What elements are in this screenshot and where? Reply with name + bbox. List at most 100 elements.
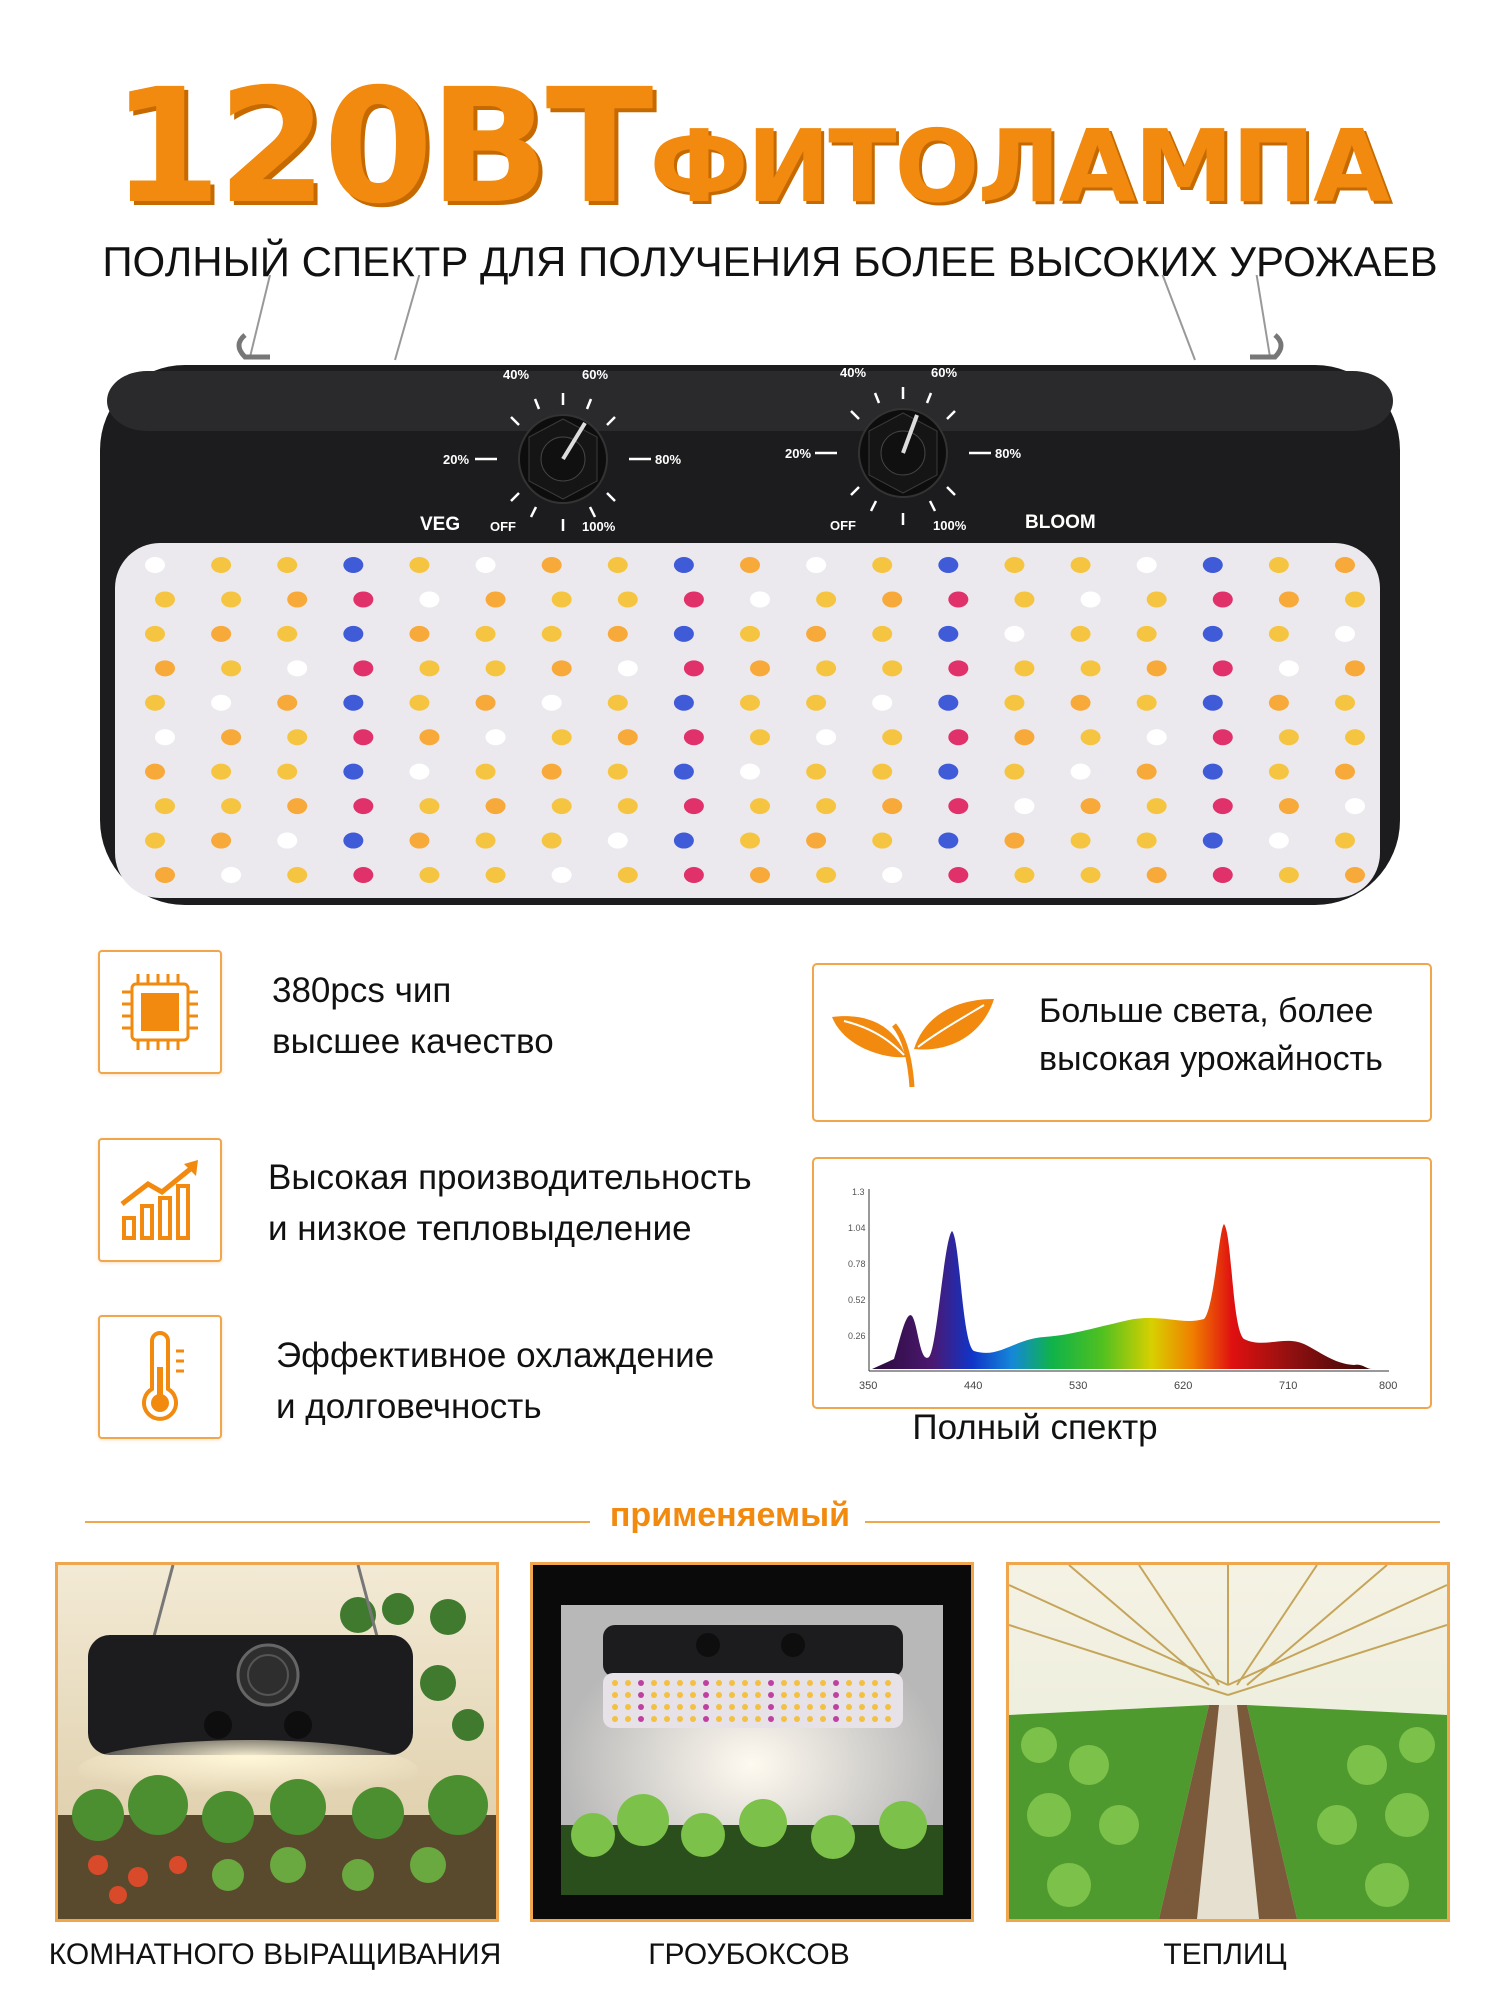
- bloom-dial-20: 20%: [785, 446, 811, 461]
- led-chip: [419, 867, 440, 883]
- divider-right: [865, 1521, 1440, 1523]
- led-chip: [938, 557, 959, 573]
- led-chip: [211, 694, 232, 711]
- feature-cooling-line1: Эффективное охлаждение: [276, 1336, 715, 1375]
- led-chip: [551, 660, 572, 677]
- led-chip: [948, 729, 969, 746]
- led-chip: [343, 625, 364, 642]
- veg-dial-20: 20%: [443, 452, 469, 467]
- led-chip: [419, 798, 440, 815]
- led-chip: [1345, 660, 1365, 677]
- led-chip: [287, 729, 308, 746]
- led-chip: [221, 729, 242, 746]
- led-chip: [816, 729, 837, 746]
- led-chip: [729, 1680, 735, 1686]
- led-chip: [1070, 557, 1091, 573]
- led-chip: [794, 1716, 800, 1722]
- led-chip: [353, 867, 374, 883]
- led-chip: [703, 1680, 709, 1686]
- veg-dial-100: 100%: [582, 519, 616, 534]
- bloom-knob[interactable]: [858, 408, 948, 498]
- led-chip: [607, 832, 628, 849]
- feature-chip-line1: 380pcs чип: [272, 971, 452, 1010]
- led-chip: [872, 832, 893, 849]
- led-chip: [1212, 867, 1233, 883]
- caption-growbox: ГРОУБОКСОВ: [648, 1938, 850, 1971]
- led-chip: [1202, 625, 1223, 642]
- led-chip: [673, 625, 694, 642]
- led-chip: [607, 557, 628, 573]
- led-chip: [551, 729, 572, 746]
- led-chip: [475, 625, 496, 642]
- led-chip: [664, 1680, 670, 1686]
- led-chip: [343, 557, 364, 573]
- led-chip: [353, 660, 374, 677]
- led-chip: [882, 867, 903, 883]
- led-chip: [781, 1716, 787, 1722]
- feature-cooling-text: Эффективное охлаждение и долговечность: [276, 1330, 714, 1432]
- led-chip: [1004, 832, 1025, 849]
- led-chip: [617, 867, 638, 883]
- led-chip: [755, 1692, 761, 1698]
- led-chip: [475, 694, 496, 711]
- x-tick: 530: [1069, 1380, 1087, 1392]
- led-chip: [1070, 625, 1091, 642]
- led-chip: [1202, 832, 1223, 849]
- feature-chip-box: [98, 950, 222, 1074]
- led-chip: [846, 1680, 852, 1686]
- led-chip: [690, 1680, 696, 1686]
- led-chip: [1080, 660, 1101, 677]
- led-chip: [1014, 729, 1035, 746]
- photo-greenhouse: [1006, 1562, 1450, 1922]
- led-chip: [833, 1680, 839, 1686]
- led-chip: [343, 694, 364, 711]
- led-chip: [638, 1704, 644, 1710]
- led-chip: [651, 1704, 657, 1710]
- led-chip: [664, 1704, 670, 1710]
- led-chip: [938, 694, 959, 711]
- led-chip: [617, 798, 638, 815]
- x-tick: 440: [964, 1380, 982, 1392]
- y-tick: 0.78: [848, 1259, 866, 1269]
- led-chip: [872, 1716, 878, 1722]
- led-chip: [846, 1692, 852, 1698]
- veg-knob[interactable]: [518, 414, 608, 504]
- led-chip: [1278, 591, 1299, 608]
- led-chip: [768, 1692, 774, 1698]
- y-tick: 0.26: [848, 1331, 866, 1341]
- led-chip: [755, 1680, 761, 1686]
- led-chip: [1136, 694, 1157, 711]
- applied-heading: применяемый: [609, 1496, 851, 1534]
- y-tick: 0.52: [848, 1295, 866, 1305]
- led-chip: [1335, 625, 1355, 642]
- led-chip: [409, 557, 430, 573]
- feature-cooling-line2: и долговечность: [276, 1387, 542, 1426]
- led-chip: [1014, 798, 1035, 815]
- led-chip: [221, 798, 242, 815]
- led-chip: [1004, 763, 1025, 780]
- led-chip: [155, 798, 175, 815]
- led-chip: [846, 1704, 852, 1710]
- led-chip: [607, 625, 628, 642]
- led-chip: [145, 694, 165, 711]
- y-tick: 1.3: [852, 1187, 865, 1197]
- led-chip: [211, 625, 232, 642]
- y-tick: 1.04: [848, 1223, 866, 1233]
- led-chip: [1335, 694, 1355, 711]
- led-chip: [755, 1704, 761, 1710]
- led-chip: [419, 660, 440, 677]
- led-chip: [541, 557, 562, 573]
- led-chip: [677, 1716, 683, 1722]
- led-chip: [677, 1704, 683, 1710]
- veg-dial-60: 60%: [582, 367, 608, 382]
- led-chip: [1070, 694, 1091, 711]
- feature-performance-line1: Высокая производительность: [268, 1158, 752, 1197]
- photo-indoor: [55, 1562, 499, 1922]
- led-chip: [872, 1704, 878, 1710]
- led-chip: [155, 591, 175, 608]
- led-chip: [607, 763, 628, 780]
- led-chip: [1070, 832, 1091, 849]
- feature-chip-text: 380pcs чип высшее качество: [272, 965, 554, 1067]
- led-chip: [607, 694, 628, 711]
- led-chip: [781, 1680, 787, 1686]
